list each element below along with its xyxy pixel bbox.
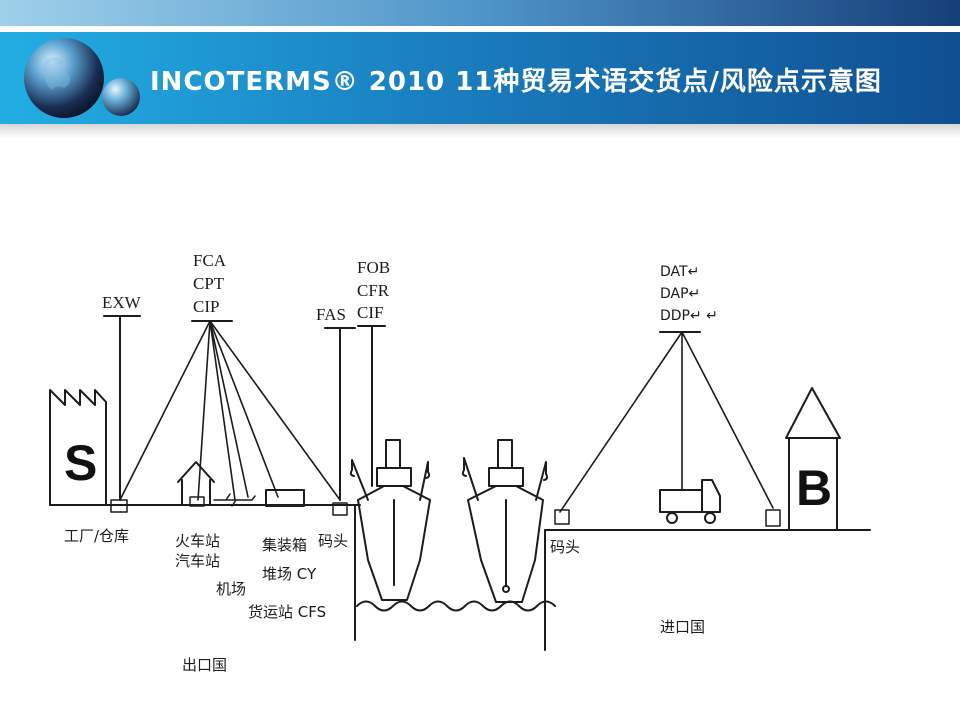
globe-logo-icon — [24, 38, 140, 118]
title-bar-shadow — [0, 124, 960, 138]
term-cip: CIP — [193, 297, 219, 316]
page-title: INCOTERMS® 2010 11种贸易术语交货点/风险点示意图 — [150, 67, 882, 97]
label-airport: 机场 — [216, 580, 246, 598]
label-container: 集装箱 — [262, 536, 307, 554]
station-box — [189, 496, 205, 507]
exw-box — [110, 499, 128, 513]
ddp-box — [765, 509, 781, 527]
label-import-country: 进口国 — [660, 618, 705, 636]
term-cpt: CPT — [193, 274, 225, 293]
seller-letter: S — [64, 435, 97, 491]
term-fca: FCA — [193, 251, 227, 270]
term-cif: CIF — [357, 303, 383, 322]
label-export-country: 出口国 — [182, 656, 227, 674]
truck-cab — [701, 479, 721, 513]
buyer-roof — [785, 387, 841, 439]
label-freight: 货运站 CFS — [248, 603, 326, 621]
term-dat: DAT↵ — [660, 264, 699, 280]
seller-factory: S — [49, 389, 107, 506]
container-box — [265, 489, 305, 507]
dat-wharf-box — [554, 509, 570, 525]
export-ship-cabin — [376, 467, 412, 487]
import-ship-funnel — [497, 439, 513, 469]
term-cfr: CFR — [357, 281, 390, 300]
label-wharf-import: 码头 — [550, 538, 580, 556]
label-bus: 汽车站 — [175, 552, 220, 570]
truck-wheel-rear — [666, 512, 678, 524]
term-dap: DAP↵ — [660, 286, 700, 302]
dat-fan-lines — [559, 331, 774, 513]
import-ship-anchor — [502, 585, 510, 593]
export-ship — [349, 439, 431, 601]
import-crane-left — [461, 457, 479, 501]
buyer-building: B — [785, 387, 841, 531]
import-ship-cabin — [488, 467, 524, 487]
export-ship-funnel — [385, 439, 401, 469]
export-crane-right — [419, 461, 431, 501]
globe-large — [24, 38, 104, 118]
import-ship — [461, 439, 549, 603]
truck-cargo — [659, 489, 703, 513]
label-wharf-export: 码头 — [318, 532, 348, 550]
factory-outline — [49, 389, 107, 506]
truck-wheel-front — [704, 512, 716, 524]
truck-icon — [659, 479, 721, 524]
buyer-letter: B — [796, 460, 832, 516]
label-factory: 工厂/仓库 — [64, 527, 129, 545]
globe-land — [43, 57, 71, 90]
label-railway: 火车站 — [175, 532, 220, 550]
term-exw: EXW — [102, 293, 142, 312]
import-crane-right — [535, 461, 549, 501]
label-yard: 堆场 CY — [262, 565, 317, 583]
title-bar — [0, 32, 960, 124]
fca-fan-lines — [119, 320, 341, 501]
sea-water — [356, 600, 556, 612]
airplane-icon — [213, 493, 256, 507]
term-ddp: DDP↵ ↵ — [660, 308, 718, 324]
term-fob: FOB — [357, 258, 390, 277]
top-decor-strip — [0, 0, 960, 26]
term-fas: FAS — [316, 305, 346, 324]
station-house — [177, 461, 215, 506]
buyer-walls — [788, 437, 838, 531]
export-crane-left — [349, 459, 369, 501]
fas-box — [332, 502, 348, 516]
globe-small — [102, 78, 140, 116]
